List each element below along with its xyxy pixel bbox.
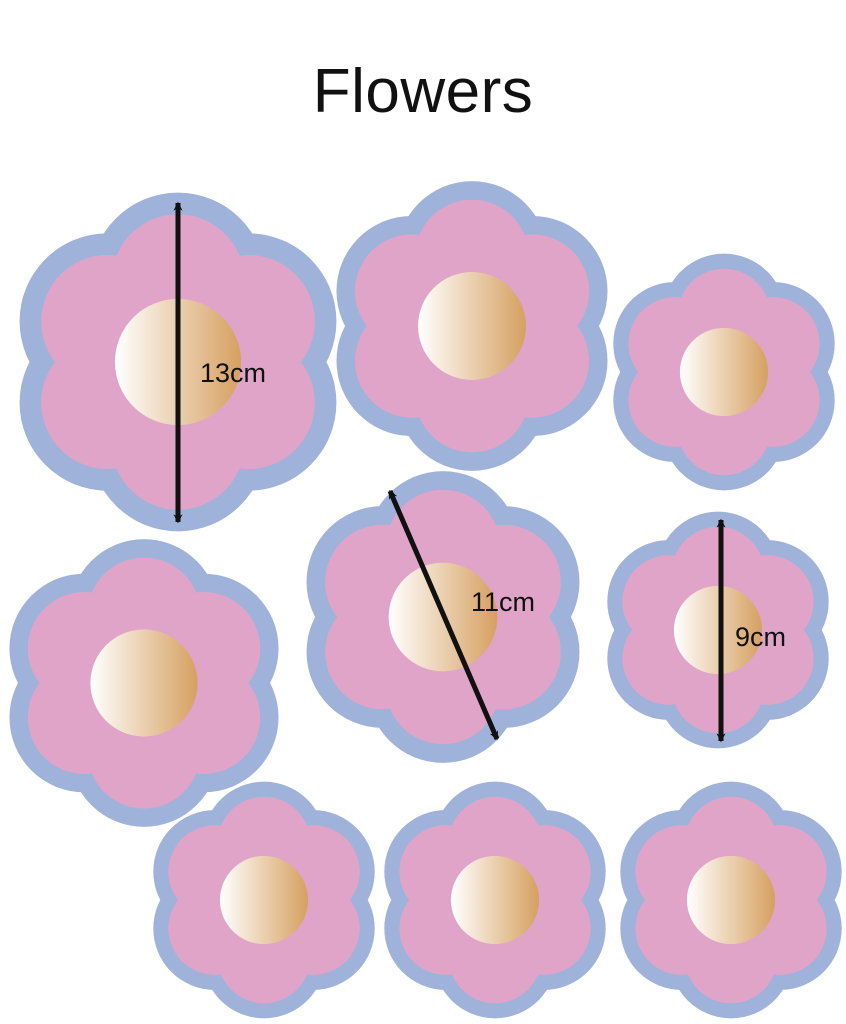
measurement-label-13cm: 13cm [200,358,266,388]
flowers-layer [9,181,842,1019]
measurement-label-9cm: 9cm [735,622,786,652]
flower-center [686,855,776,945]
flower-center [90,629,198,737]
page-title: Flowers [312,57,534,126]
measurement-arrow-11cm [387,489,500,741]
measurement-label-11cm: 11cm [471,587,535,617]
flower-1 [19,192,337,532]
measurement-11cm: 11cm [387,489,535,741]
measurement-9cm: 9cm [716,518,786,743]
flower-8 [384,781,606,1019]
flower-6 [607,511,829,749]
flower-4 [9,539,279,827]
measurement-13cm: 13cm [173,201,266,524]
measurement-layer: 13cm 11cm 9cm [173,201,786,743]
flower-center [450,855,540,945]
flower-center [679,327,769,417]
flower-center [219,855,309,945]
flower-center [418,272,526,380]
flower-7 [153,781,375,1019]
flower-9 [620,781,842,1019]
flower-3 [613,253,835,491]
flower-2 [336,181,608,471]
